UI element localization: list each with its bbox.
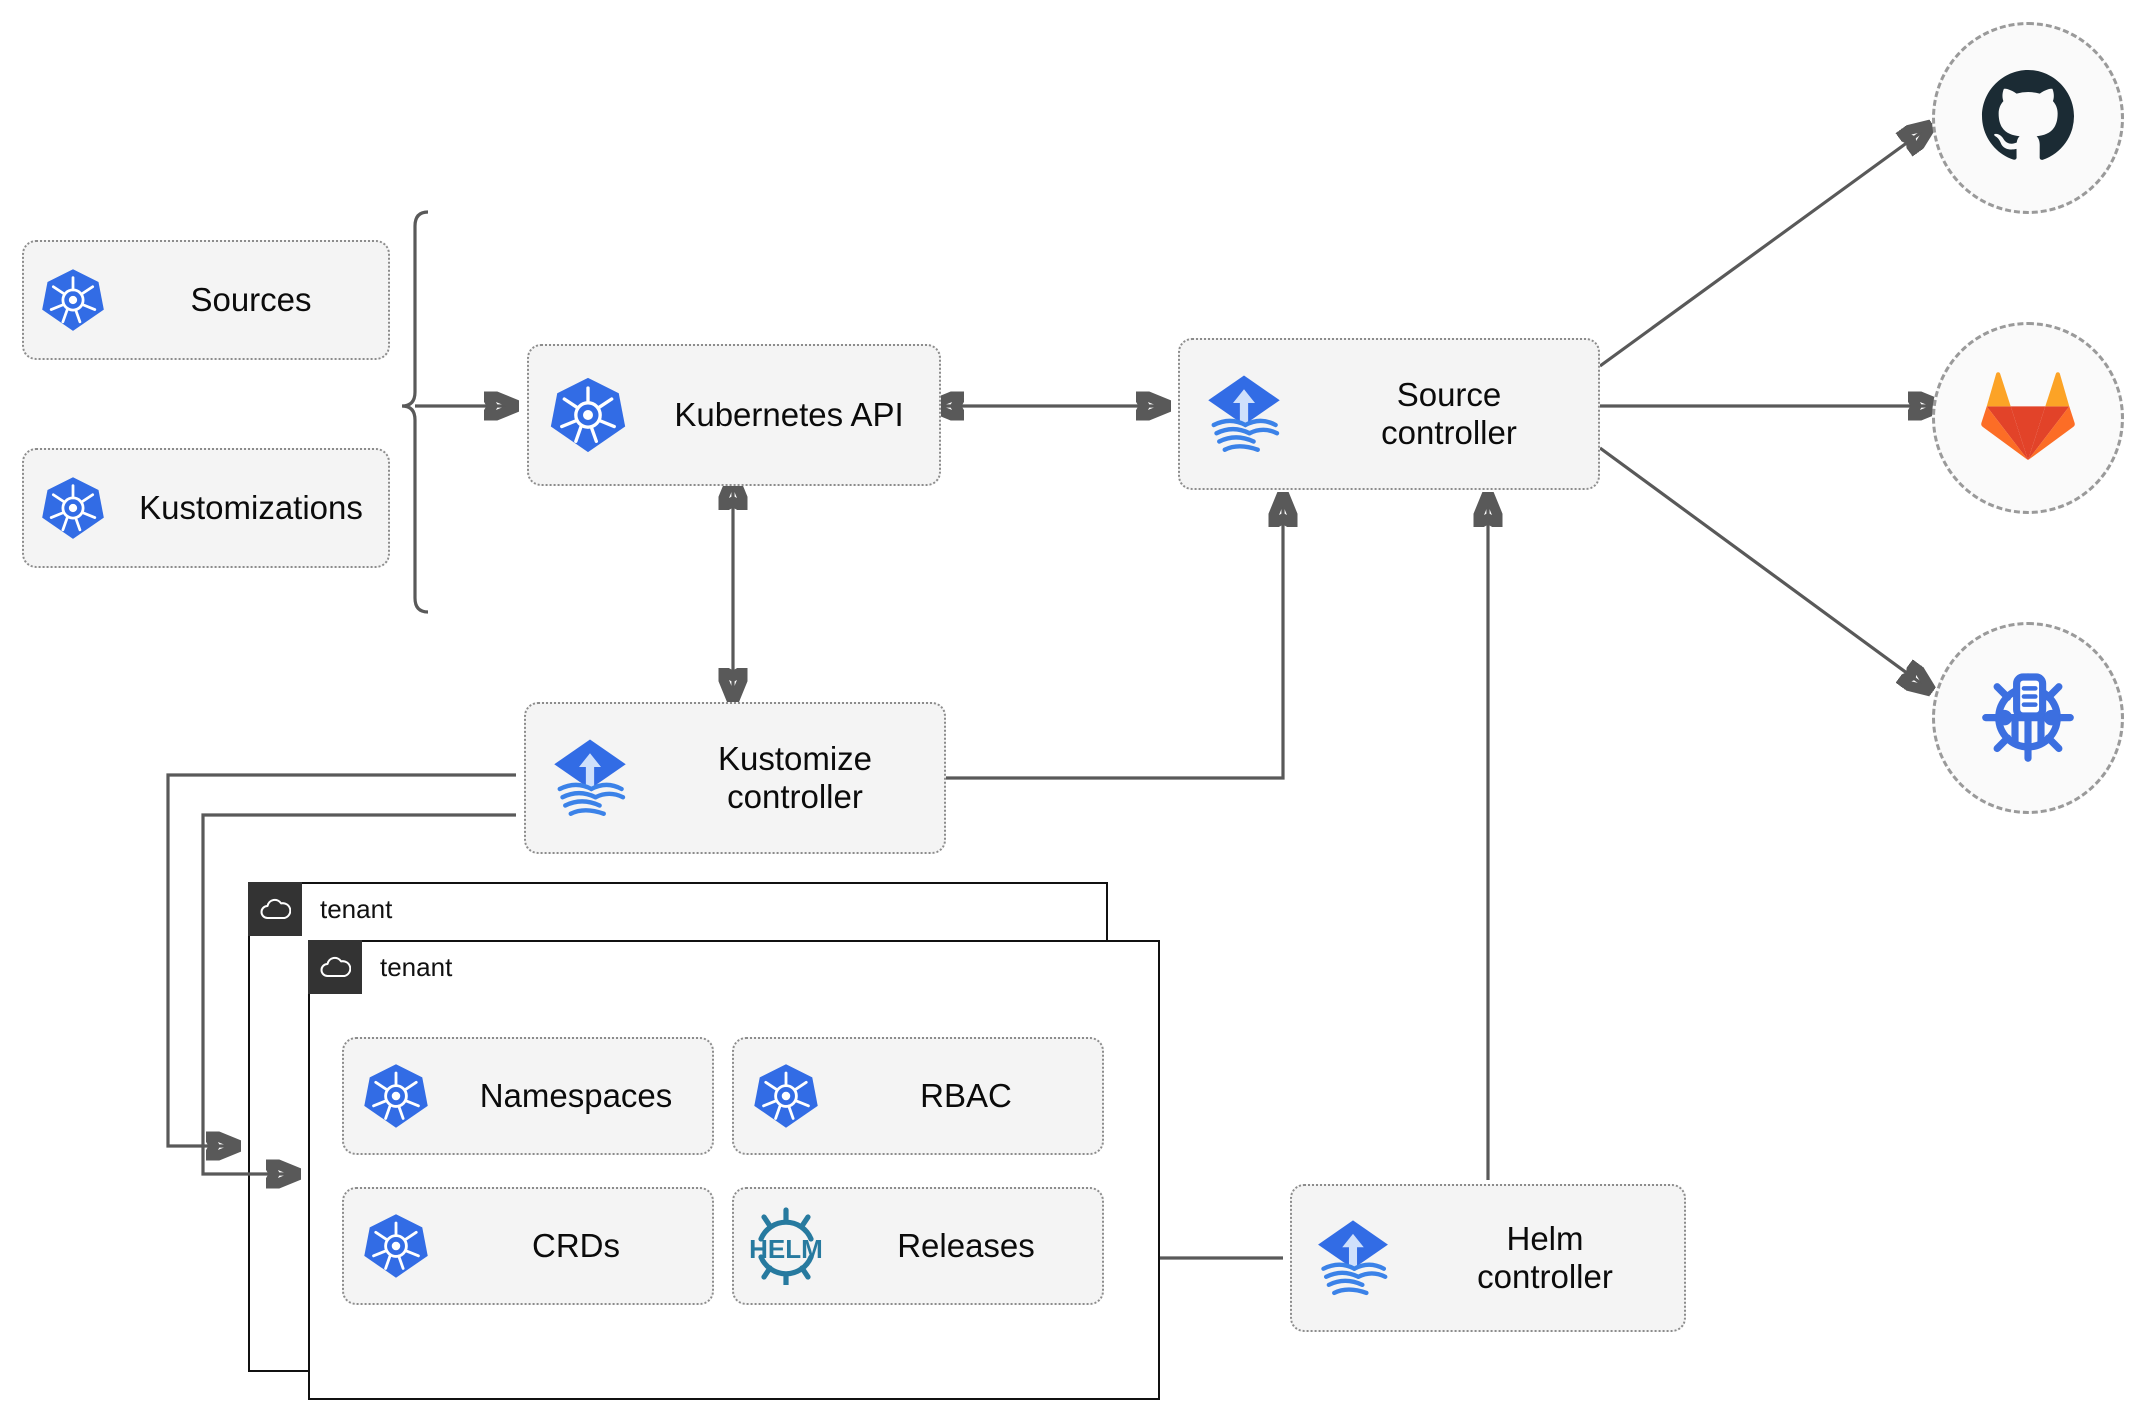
provider-gitlab[interactable]	[1932, 322, 2124, 514]
node-label: Helm controller	[1477, 1220, 1613, 1295]
tenant-titlebar: tenant	[248, 882, 392, 936]
helm-icon: HELM	[734, 1207, 838, 1285]
tenant-resource-label: RBAC	[920, 1077, 1012, 1115]
node-source-controller[interactable]: Source controller	[1178, 338, 1600, 490]
flux-icon	[1180, 370, 1308, 458]
cloud-icon	[248, 882, 302, 936]
flux-icon	[1292, 1215, 1414, 1301]
tenant-name: tenant	[320, 893, 393, 924]
resource-kustomizations[interactable]: Kustomizations	[22, 448, 390, 568]
tenant-resource-label: Namespaces	[479, 1077, 673, 1115]
node-kustomize-controller[interactable]: Kustomize controller	[524, 702, 946, 854]
helm-wordmark: HELM	[749, 1234, 823, 1264]
provider-helm-repository[interactable]	[1932, 622, 2124, 814]
node-kubernetes-api[interactable]: Kubernetes API	[527, 344, 941, 486]
node-label: Source controller	[1381, 376, 1517, 451]
resource-label: Kustomizations	[139, 489, 363, 527]
node-label: Kubernetes API	[674, 396, 904, 434]
resource-label: Sources	[190, 281, 312, 319]
kubernetes-icon	[344, 1211, 448, 1281]
tenant-resource-label: Releases	[897, 1227, 1035, 1265]
provider-github[interactable]	[1932, 22, 2124, 214]
kubernetes-icon	[24, 474, 122, 542]
tenant-titlebar: tenant	[308, 940, 452, 994]
tenant-resource-label: CRDs	[532, 1227, 620, 1265]
node-helm-controller[interactable]: Helm controller	[1290, 1184, 1686, 1332]
kubernetes-icon	[24, 266, 122, 334]
tenant-resource-releases[interactable]: HELM Releases	[732, 1187, 1104, 1305]
tenant-resource-rbac[interactable]: RBAC	[732, 1037, 1104, 1155]
cloud-icon	[308, 940, 362, 994]
kubernetes-icon	[734, 1061, 838, 1131]
tenant-resource-crds[interactable]: CRDs	[342, 1187, 714, 1305]
tenant-name: tenant	[380, 951, 453, 982]
tenant-window-front[interactable]: tenant	[308, 940, 1160, 1400]
gitlab-icon	[1980, 368, 2076, 469]
flux-icon	[526, 734, 654, 822]
kubernetes-icon	[529, 374, 647, 456]
kubernetes-icon	[344, 1061, 448, 1131]
github-icon	[1980, 68, 2076, 169]
tenant-resource-namespaces[interactable]: Namespaces	[342, 1037, 714, 1155]
node-label: Kustomize controller	[717, 740, 873, 815]
helm-repository-icon	[1976, 664, 2080, 773]
resource-sources[interactable]: Sources	[22, 240, 390, 360]
